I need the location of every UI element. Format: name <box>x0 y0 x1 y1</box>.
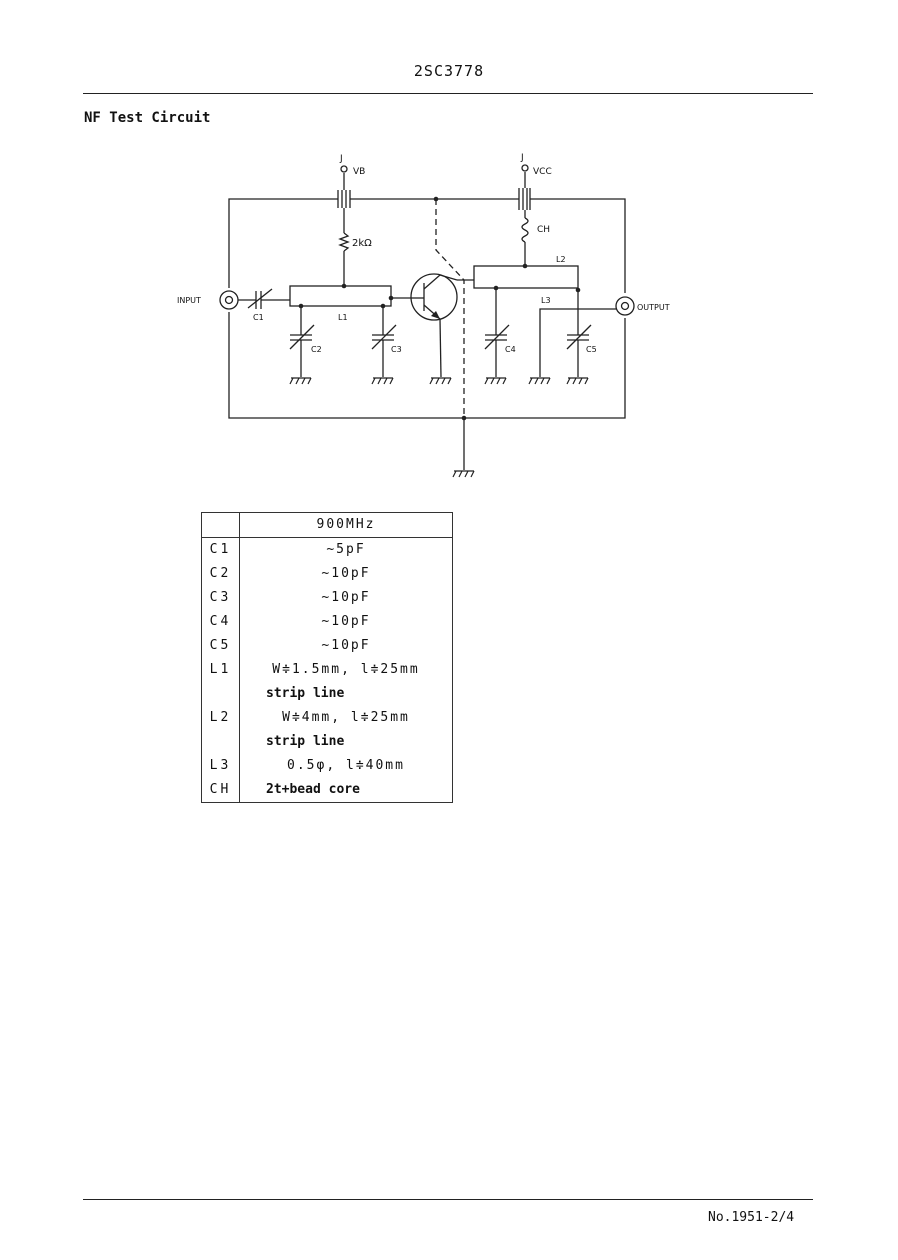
input-connector-outer <box>219 290 239 310</box>
component-value: ~10pF <box>321 566 371 581</box>
ground-symbols <box>289 377 589 478</box>
table-row: C5 ~10pF <box>201 634 453 658</box>
component-value: ~10pF <box>321 638 371 653</box>
table-row-sub: strip line <box>201 730 453 754</box>
output-label: OUTPUT <box>637 303 670 312</box>
ground-return-left <box>228 312 464 419</box>
component-value: 2t+bead core <box>266 782 360 797</box>
vcc-pin-label: J <box>520 153 524 163</box>
component-label: L3 <box>201 754 240 778</box>
c1-label: C1 <box>253 313 264 322</box>
component-value: ~5pF <box>326 542 366 557</box>
c1-trim-arrow <box>247 288 273 309</box>
header-rule <box>83 93 813 94</box>
c4-label: C4 <box>505 345 516 354</box>
output-connector-outer <box>615 296 635 316</box>
component-value: 0.5φ, l≑40mm <box>287 758 405 773</box>
shield-dashed-line <box>435 199 465 418</box>
c2-label: C2 <box>311 345 322 354</box>
component-label: C2 <box>201 562 240 586</box>
component-label: C4 <box>201 610 240 634</box>
nf-test-circuit-diagram: J VB J VCC 2kΩ CH INPUT OUTPUT C1 C2 C3 … <box>177 153 670 478</box>
table-row: C1 ~5pF <box>201 537 453 562</box>
table-row-sub: strip line <box>201 682 453 706</box>
output-connector-inner <box>620 301 630 311</box>
resistor-label: 2kΩ <box>352 238 372 249</box>
input-top-wire <box>228 198 338 288</box>
empty-label-cell <box>201 730 240 754</box>
l1-strip-line <box>289 285 392 307</box>
transistor-body <box>410 273 458 321</box>
l3-wire <box>539 308 616 377</box>
vb-terminal <box>340 165 348 173</box>
table-row: C4 ~10pF <box>201 610 453 634</box>
component-label: L2 <box>201 706 240 730</box>
c5-label: C5 <box>586 345 597 354</box>
vcc-label: VCC <box>533 167 552 177</box>
component-value: ~10pF <box>321 614 371 629</box>
emitter-arrow <box>431 311 440 319</box>
l2-label: L2 <box>556 255 566 264</box>
vb-label: VB <box>353 167 365 177</box>
component-spec-table: 900MHz C1 ~5pF C2 ~10pF C3 ~10pF C4 ~10p… <box>201 512 453 803</box>
part-number: 2SC3778 <box>413 62 485 80</box>
page-number: No.1951-2/4 <box>708 1210 795 1225</box>
c3-label: C3 <box>391 345 402 354</box>
l1-label: L1 <box>338 313 348 322</box>
bias-resistor <box>338 232 350 252</box>
table-header-row: 900MHz <box>201 512 453 538</box>
table-corner-cell <box>201 512 240 538</box>
component-note: strip line <box>266 734 345 749</box>
vb-pin-label: J <box>339 154 343 164</box>
component-label: L1 <box>201 658 240 682</box>
component-label: C5 <box>201 634 240 658</box>
l3-label: L3 <box>541 296 551 305</box>
component-value: W≑1.5mm, l≑25mm <box>272 662 420 677</box>
table-row: L2 W≑4mm, l≑25mm <box>201 706 453 730</box>
component-value: ~10pF <box>321 590 371 605</box>
choke-label: CH <box>537 225 550 235</box>
ground-return-right <box>464 318 626 419</box>
vcc-terminal <box>521 164 529 172</box>
top-wire-right <box>530 198 626 293</box>
component-value: W≑4mm, l≑25mm <box>282 710 410 725</box>
component-label: C3 <box>201 586 240 610</box>
choke-coil <box>521 217 529 243</box>
input-connector-inner <box>224 295 234 305</box>
table-row: L3 0.5φ, l≑40mm <box>201 754 453 778</box>
l2-strip-line <box>473 265 579 289</box>
table-row: C3 ~10pF <box>201 586 453 610</box>
component-label: CH <box>201 778 240 803</box>
footer-rule <box>83 1199 813 1200</box>
frequency-header: 900MHz <box>239 512 453 538</box>
input-label: INPUT <box>177 296 201 305</box>
component-label: C1 <box>201 537 240 562</box>
component-note: strip line <box>266 686 345 701</box>
section-title: NF Test Circuit <box>84 110 211 126</box>
table-row: CH 2t+bead core <box>201 778 453 803</box>
table-row: L1 W≑1.5mm, l≑25mm <box>201 658 453 682</box>
table-row: C2 ~10pF <box>201 562 453 586</box>
empty-label-cell <box>201 682 240 706</box>
